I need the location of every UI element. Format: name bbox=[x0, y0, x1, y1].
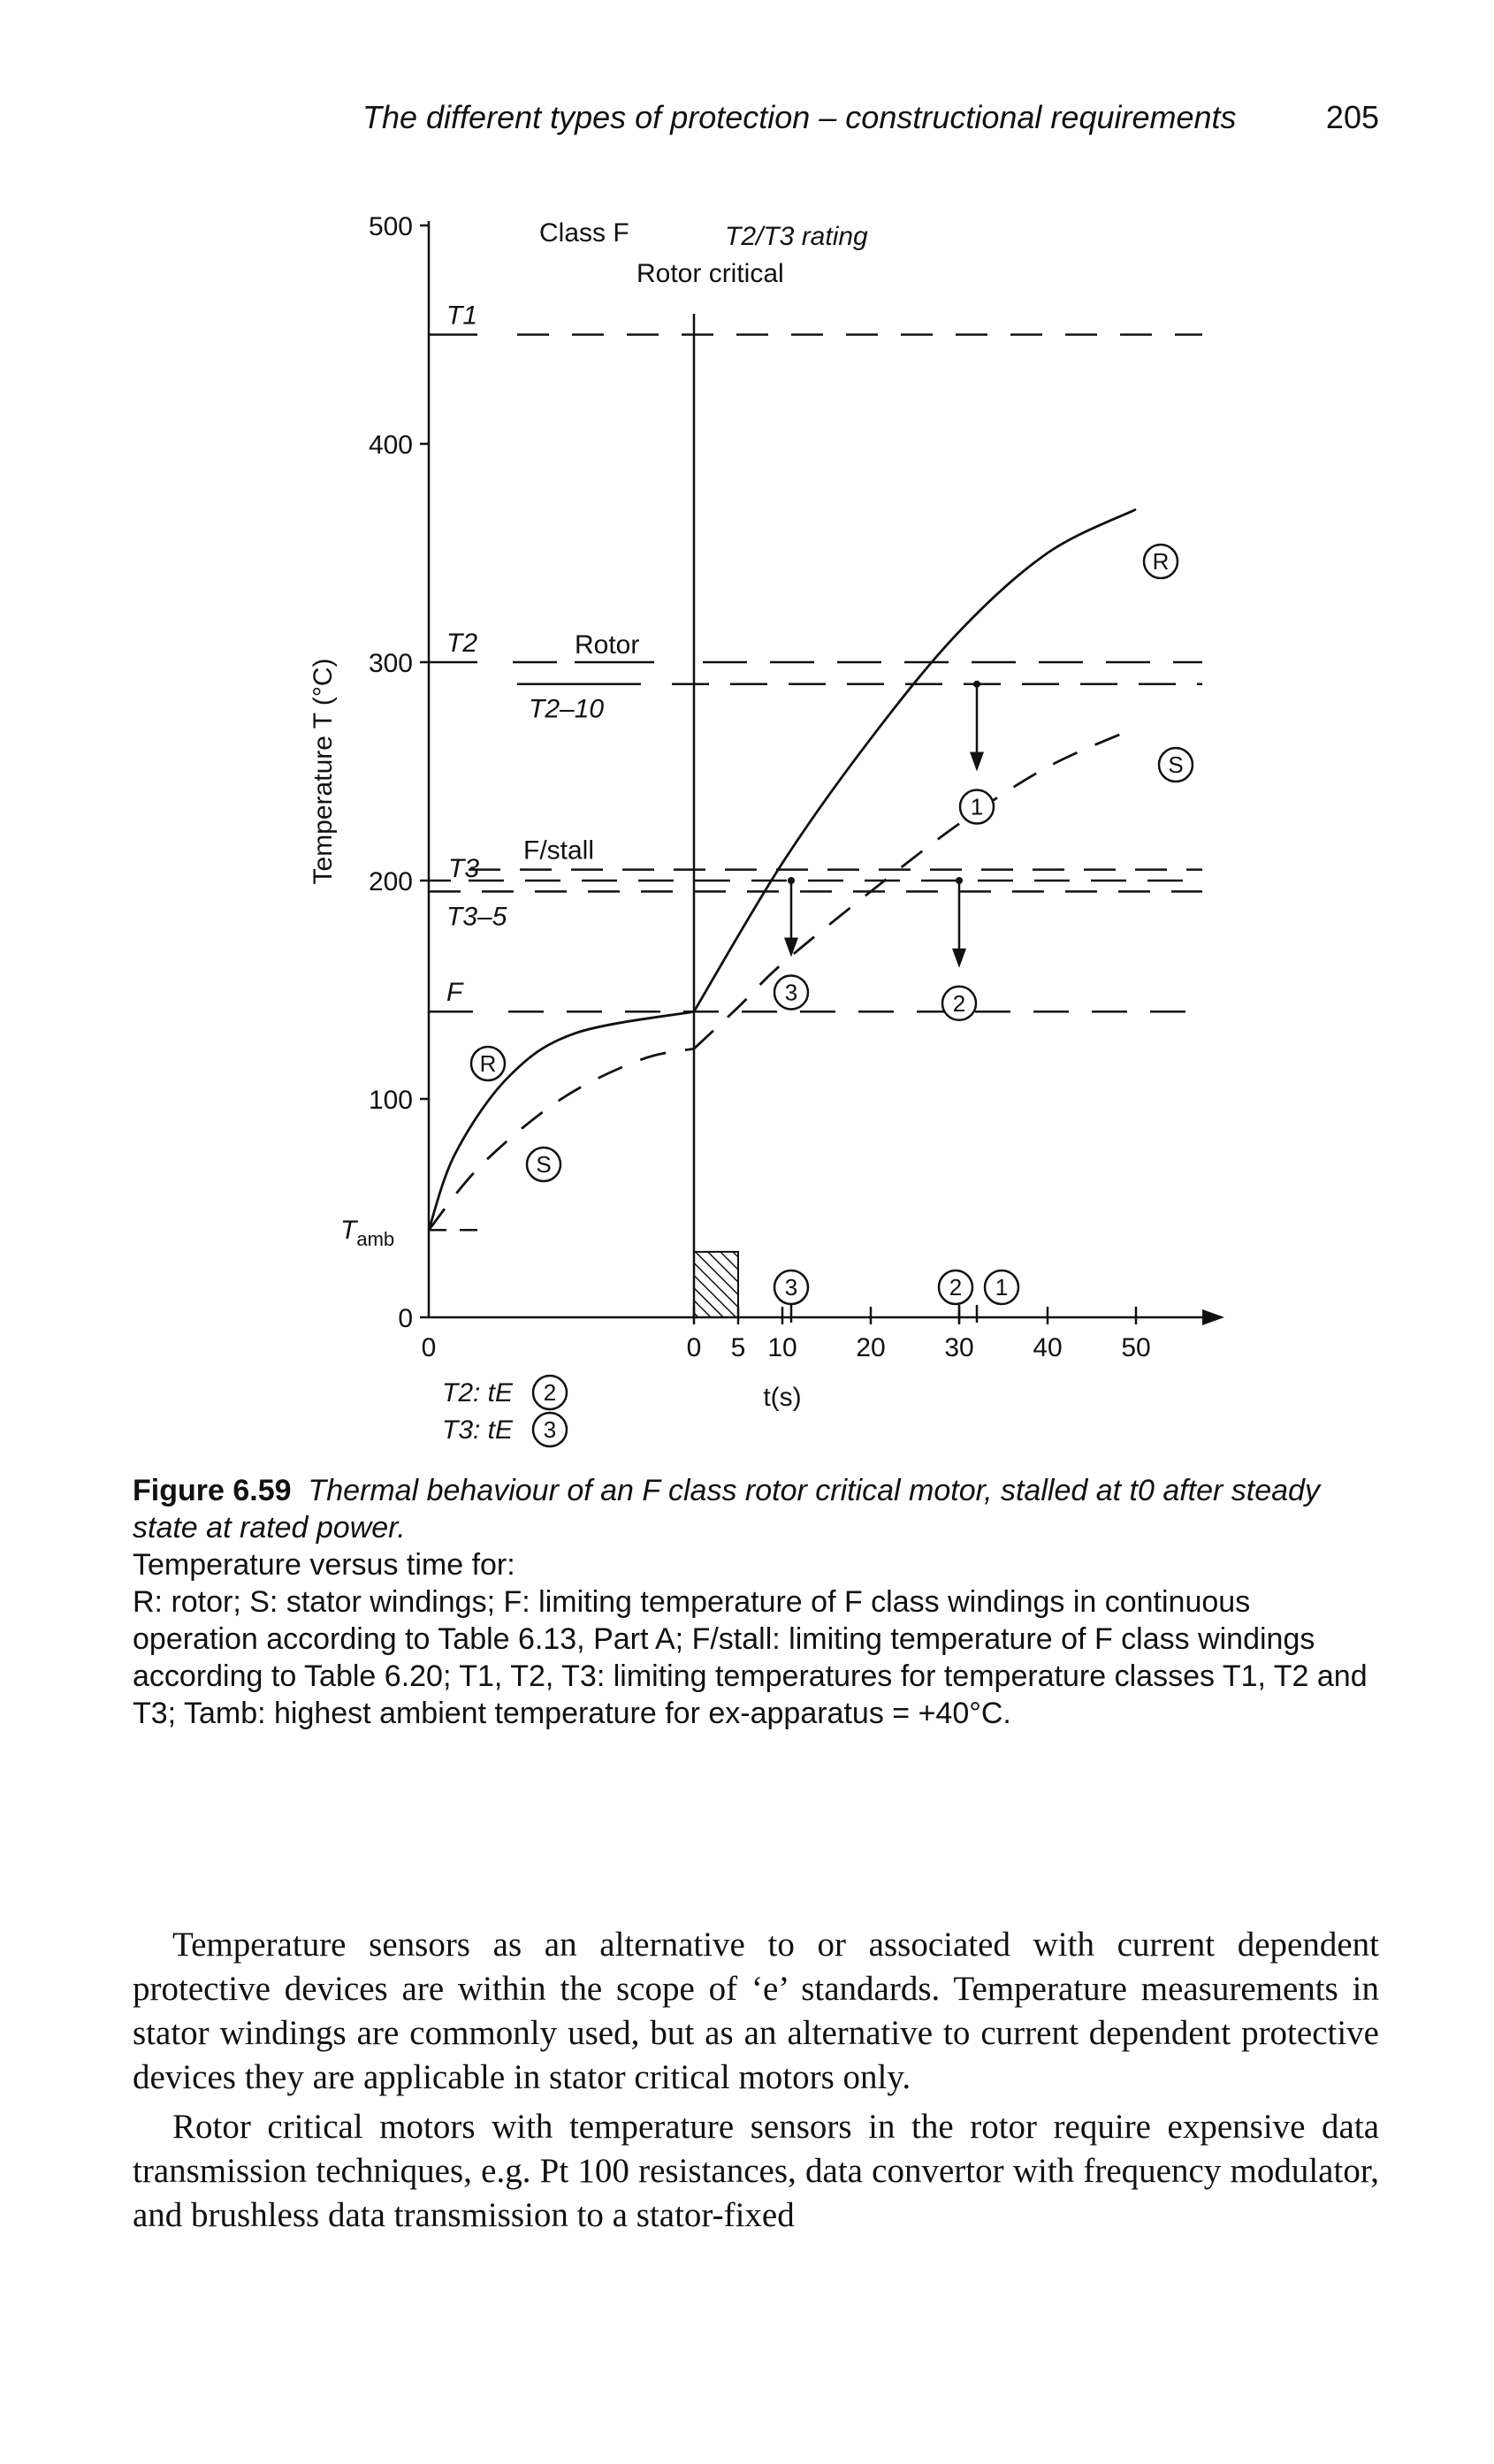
marker-circle bbox=[1142, 543, 1179, 580]
marker-circle bbox=[958, 789, 995, 825]
limit-label: T1 bbox=[446, 301, 477, 331]
chart-annotation: Rotor critical bbox=[636, 259, 784, 288]
paragraph: Rotor critical motors with temperature s… bbox=[133, 2108, 1379, 2234]
x-tick-label: 5 bbox=[731, 1333, 746, 1362]
running-header: The different types of protection – cons… bbox=[362, 99, 1379, 152]
y-tick-label: 300 bbox=[369, 649, 413, 678]
limit-label: F bbox=[446, 978, 464, 1007]
y-tick-label: 100 bbox=[369, 1086, 413, 1115]
curve-label-s: S bbox=[1157, 746, 1194, 783]
marker-circle bbox=[941, 985, 978, 1022]
curve-r-pre-stall bbox=[427, 1010, 695, 1231]
marker-circle bbox=[937, 1269, 974, 1306]
ambient-label-subscript: amb bbox=[356, 1228, 394, 1250]
marker-circle bbox=[531, 1374, 568, 1411]
arrow-down-icon bbox=[970, 751, 984, 772]
curve-s-pre-stall bbox=[427, 1047, 695, 1232]
chart-title: Class F bbox=[539, 218, 629, 248]
marker-2: 2 bbox=[941, 985, 978, 1022]
marker-label: 2 bbox=[544, 1379, 556, 1406]
x-tick-label: 10 bbox=[767, 1333, 797, 1362]
running-title: The different types of protection – cons… bbox=[362, 99, 1237, 135]
y-axis-title: Temperature T (°C) bbox=[309, 659, 338, 885]
figure-caption: Figure 6.59 Thermal behaviour of an F cl… bbox=[133, 1472, 1379, 1732]
axis-marker-1: 1 bbox=[983, 1269, 1020, 1306]
hatched-area bbox=[693, 1250, 739, 1319]
arrow-down-icon bbox=[784, 937, 798, 957]
curve-r-stalled bbox=[692, 507, 1137, 1012]
paragraph: Temperature sensors as an alternative to… bbox=[133, 1926, 1379, 2096]
marker-label: 1 bbox=[971, 794, 983, 820]
curve-label-s: S bbox=[525, 1146, 562, 1183]
marker-1: 1 bbox=[958, 789, 995, 825]
te-label: T2: tE bbox=[442, 1378, 514, 1407]
curve-label-r: R bbox=[1142, 543, 1179, 580]
limit-label: T3 bbox=[448, 854, 479, 883]
x-left-tick-label: 0 bbox=[422, 1333, 437, 1362]
arrow-down-icon bbox=[952, 948, 966, 968]
y-tick-label: 500 bbox=[369, 212, 413, 241]
marker-label: R bbox=[1153, 548, 1170, 575]
marker-circle bbox=[525, 1146, 562, 1183]
x-tick-label: 20 bbox=[856, 1333, 885, 1362]
marker-label: 3 bbox=[785, 979, 797, 1005]
te-marker-2: 2 bbox=[531, 1374, 568, 1411]
marker-label: 2 bbox=[953, 990, 965, 1017]
axis-marker-3: 3 bbox=[773, 1269, 810, 1306]
caption-heading: Figure 6.59 Thermal behaviour of an F cl… bbox=[133, 1472, 1379, 1546]
marker-label: R bbox=[480, 1050, 497, 1077]
marker-circle bbox=[773, 1269, 810, 1306]
marker-3: 3 bbox=[773, 974, 810, 1011]
curve-s-stalled bbox=[693, 726, 1137, 1050]
marker-label: 3 bbox=[544, 1416, 556, 1443]
x-tick-label: 50 bbox=[1121, 1333, 1150, 1362]
marker-label: S bbox=[1168, 751, 1183, 778]
x-axis-title: t(s) bbox=[763, 1383, 801, 1412]
caption-line: R: rotor; S: stator windings; F: limitin… bbox=[133, 1585, 1368, 1730]
marker-circle bbox=[469, 1045, 507, 1082]
x-tick-label: 30 bbox=[944, 1333, 973, 1362]
marker-label: 1 bbox=[995, 1274, 1008, 1301]
marker-label: 3 bbox=[785, 1274, 797, 1301]
x-axis-arrow-icon bbox=[1202, 1309, 1224, 1325]
limit-label: T3–5 bbox=[446, 902, 507, 931]
chart-subtitle: T2/T3 rating bbox=[725, 222, 868, 251]
curve-label-r: R bbox=[469, 1045, 507, 1082]
x-tick-label: 0 bbox=[687, 1333, 702, 1362]
y-tick-label: 0 bbox=[398, 1304, 413, 1333]
marker-circle bbox=[773, 974, 810, 1011]
limit-label: Rotor bbox=[575, 630, 639, 660]
limit-label: T2 bbox=[446, 629, 477, 658]
body-text: Temperature sensors as an alternative to… bbox=[133, 1923, 1379, 2243]
y-tick-label: 400 bbox=[369, 431, 413, 460]
figure-number: Figure 6.59 bbox=[133, 1474, 292, 1507]
page-number: 205 bbox=[1325, 99, 1379, 135]
figure-title: Thermal behaviour of an F class rotor cr… bbox=[133, 1474, 1320, 1545]
caption-line: Temperature versus time for: bbox=[133, 1548, 515, 1582]
axis-marker-2: 2 bbox=[937, 1269, 974, 1306]
te-marker-3: 3 bbox=[531, 1411, 568, 1448]
marker-circle bbox=[531, 1411, 568, 1448]
limit-label: F/stall bbox=[523, 836, 594, 866]
ambient-label: Tamb bbox=[340, 1216, 394, 1250]
x-tick-label: 40 bbox=[1033, 1333, 1062, 1362]
te-label: T3: tE bbox=[442, 1415, 514, 1445]
marker-circle bbox=[1157, 746, 1194, 783]
marker-label: S bbox=[536, 1151, 551, 1178]
y-tick-label: 200 bbox=[369, 867, 413, 896]
marker-circle bbox=[983, 1269, 1020, 1306]
limit-label: T2–10 bbox=[529, 695, 604, 724]
marker-label: 2 bbox=[949, 1274, 962, 1301]
